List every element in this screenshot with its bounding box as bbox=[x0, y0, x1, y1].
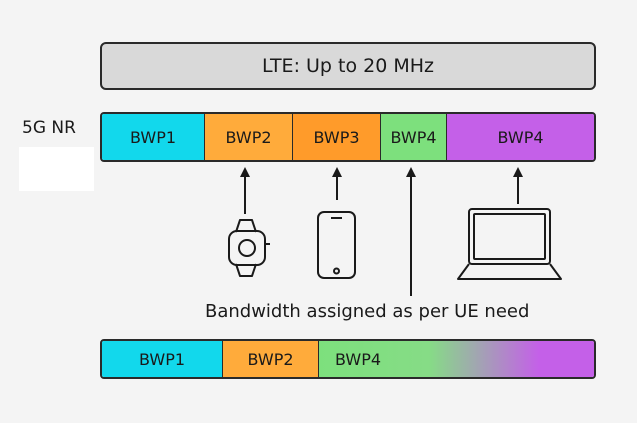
allocated-bwp2-segment: BWP2 bbox=[222, 341, 318, 377]
allocated-bwp1-segment: BWP1 bbox=[102, 341, 222, 377]
bwp4-green-segment: BWP4 bbox=[380, 114, 446, 160]
bwp3-segment: BWP3 bbox=[292, 114, 380, 160]
allocated-bandwidth-bar: BWP1 BWP2 BWP4 bbox=[100, 339, 596, 379]
assignment-caption: Bandwidth assigned as per UE need bbox=[205, 301, 530, 322]
lte-band: LTE: Up to 20 MHz bbox=[100, 42, 596, 90]
blank-patch bbox=[19, 147, 94, 191]
smartwatch-icon bbox=[228, 219, 270, 277]
bwp4-purple-segment: BWP4 bbox=[446, 114, 594, 160]
nr-label: 5G NR bbox=[22, 118, 76, 138]
allocated-bwp4-segment: BWP4 bbox=[318, 341, 594, 377]
lte-label: LTE: Up to 20 MHz bbox=[261, 55, 434, 77]
nr-bandwidth-parts-bar: BWP1 BWP2 BWP3 BWP4 BWP4 bbox=[100, 112, 596, 162]
smartphone-icon bbox=[317, 211, 356, 279]
bwp1-segment: BWP1 bbox=[102, 114, 204, 160]
laptop-icon bbox=[457, 208, 562, 280]
bwp2-segment: BWP2 bbox=[204, 114, 292, 160]
